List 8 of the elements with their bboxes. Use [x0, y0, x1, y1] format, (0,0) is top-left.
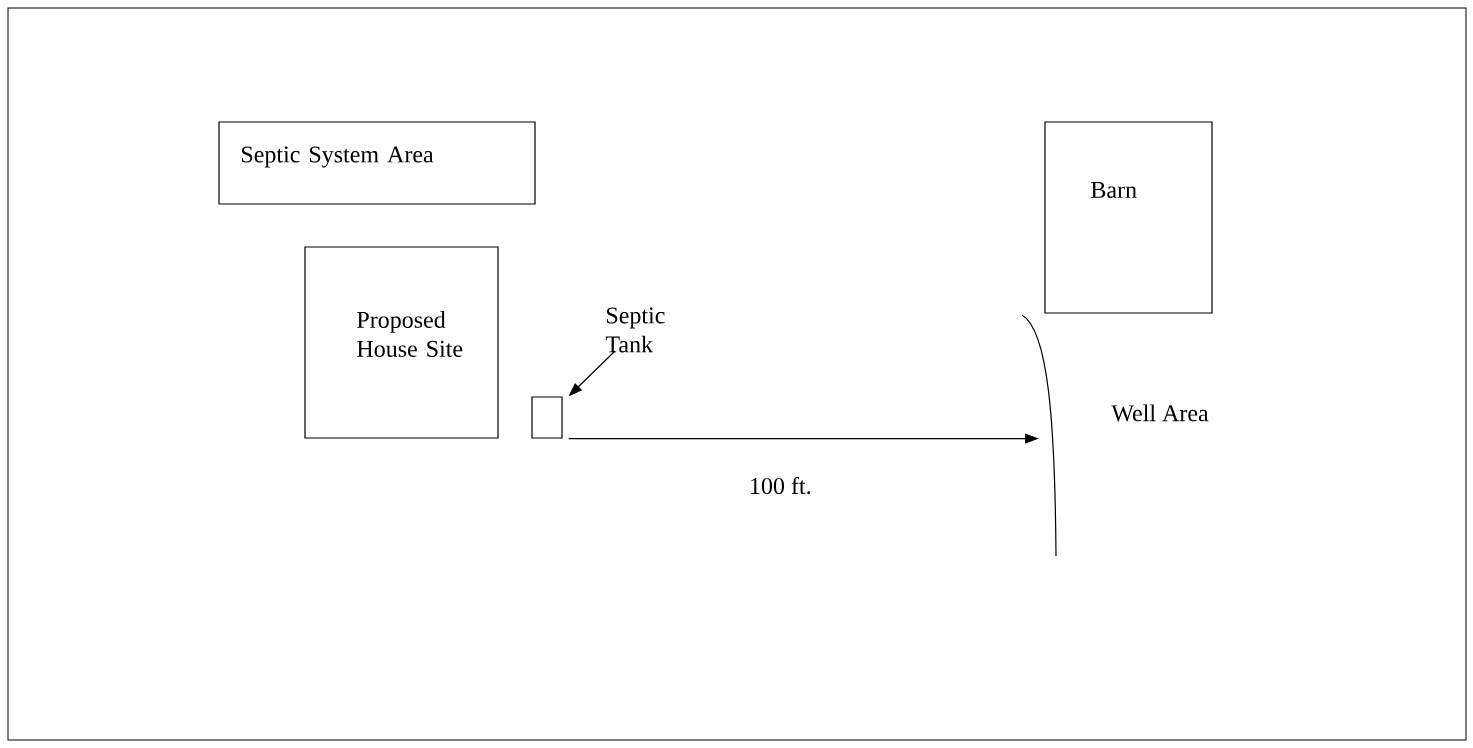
- area-box: Septic System Area: [218, 121, 536, 205]
- tank-box: [531, 396, 563, 439]
- boundary-curve: [1021, 314, 1057, 557]
- edge-label: 100 ft.: [746, 475, 814, 497]
- site-box: Proposed House Site: [304, 246, 499, 439]
- building-box: Barn: [1044, 121, 1213, 314]
- area-label: Well Area: [1111, 404, 1209, 422]
- callout-text: Septic Tank: [605, 307, 665, 353]
